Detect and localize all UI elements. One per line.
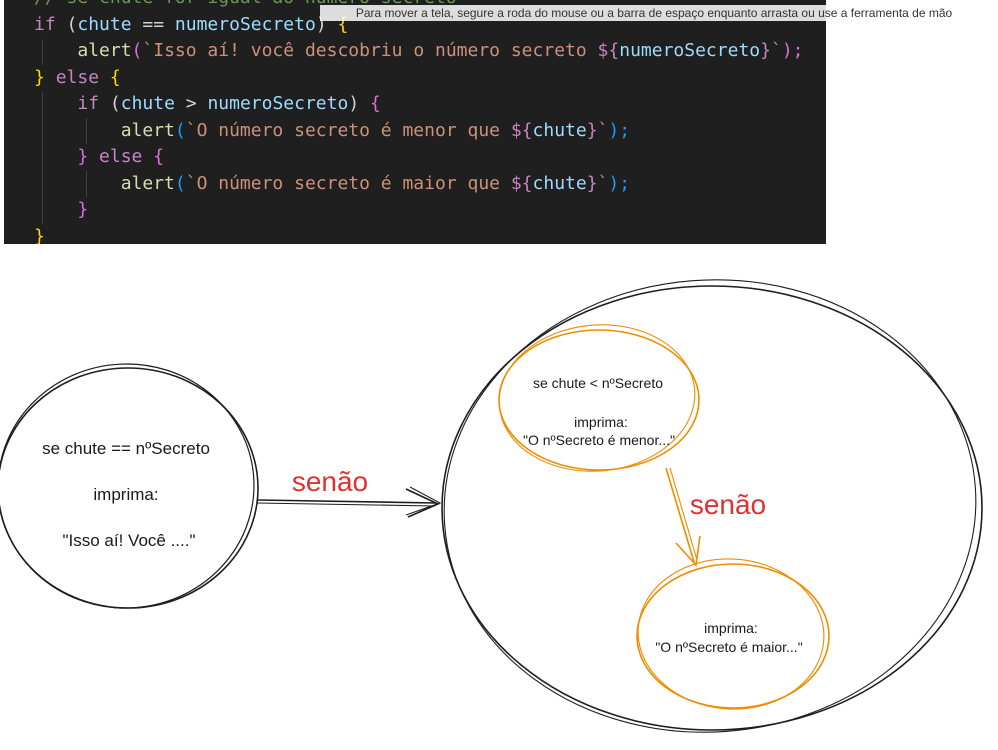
- edge-else-inner-label: senão: [690, 489, 766, 520]
- indent-guide: [86, 118, 87, 144]
- indent-guide: [86, 171, 87, 197]
- code-token: (: [131, 40, 143, 61]
- node-else-inner[interactable]: imprima: "O nºSecreto é maior...": [633, 553, 830, 716]
- edge-else-main[interactable]: senão: [256, 466, 442, 518]
- code-line: } else {: [4, 65, 826, 92]
- code-token: ==: [131, 13, 175, 35]
- code-token: ${: [597, 40, 620, 61]
- code-lines: // se chute for igual ao número secreto i…: [4, 0, 826, 244]
- code-token: ): [348, 93, 371, 114]
- code-token: {: [153, 146, 165, 167]
- code-line: alert(`Isso aí! você descobriu o número …: [4, 38, 826, 65]
- node-if-equal[interactable]: se chute == nºSecreto imprima: "Isso aí!…: [0, 357, 260, 614]
- code-token: `: [597, 119, 609, 141]
- code-token: if: [34, 13, 56, 35]
- code-token: `O número secreto é maior que: [185, 172, 511, 194]
- canvas-hint-tooltip: Para mover a tela, segure a roda do mous…: [320, 5, 988, 21]
- code-token: ${: [510, 119, 533, 141]
- code-token: alert: [120, 172, 175, 194]
- code-line: alert(`O número secreto é maior que ${ch…: [4, 171, 826, 198]
- edge-else-main-label: senão: [292, 466, 368, 497]
- node-if-greater-line-1: se chute < nºSecreto: [533, 375, 663, 391]
- code-token: );: [781, 40, 804, 61]
- code-token: (: [99, 93, 121, 114]
- code-token: {: [370, 93, 381, 114]
- code-token: chute: [120, 93, 175, 114]
- code-line: }: [4, 224, 826, 245]
- node-if-greater-line-3: "O nºSecreto é menor...": [523, 432, 675, 448]
- node-if-greater-line-2: imprima:: [574, 414, 628, 430]
- code-token: );: [608, 119, 631, 141]
- code-token: numeroSecreto: [619, 40, 761, 61]
- node-else-container[interactable]: [429, 262, 991, 750]
- code-token: chute: [532, 172, 587, 194]
- indent-guide: [42, 92, 43, 224]
- code-token: }: [586, 119, 598, 141]
- code-token: alert: [77, 40, 132, 61]
- code-line: if (chute == numeroSecreto) {: [4, 12, 826, 39]
- node-if-equal-line-2: imprima:: [93, 485, 158, 504]
- code-token: `: [597, 172, 609, 194]
- code-token: ${: [510, 172, 533, 194]
- code-token: chute: [532, 119, 587, 141]
- code-line: if (chute > numeroSecreto) {: [4, 91, 826, 118]
- code-token: (: [174, 119, 186, 141]
- code-token: `: [770, 40, 782, 61]
- node-if-greater[interactable]: se chute < nºSecreto imprima: "O nºSecre…: [493, 317, 701, 480]
- code-token: (: [174, 172, 186, 194]
- code-token: numeroSecreto: [174, 13, 316, 35]
- code-token: `Isso aí! você descobriu o número secret…: [142, 40, 598, 61]
- code-token: else: [55, 66, 100, 88]
- code-token: }: [586, 172, 598, 194]
- code-token: if: [77, 93, 100, 114]
- node-if-equal-line-1: se chute == nºSecreto: [42, 439, 210, 458]
- code-line: // se chute for igual ao número secreto: [4, 0, 826, 12]
- code-token: >: [174, 93, 208, 114]
- code-token: }: [760, 40, 771, 61]
- code-line: } else {: [4, 144, 826, 171]
- code-token: numeroSecreto: [207, 93, 349, 114]
- code-line: alert(`O número secreto é menor que ${ch…: [4, 118, 826, 145]
- node-else-inner-line-2: "O nºSecreto é maior...": [655, 639, 802, 655]
- code-token: `O número secreto é menor que: [185, 119, 511, 141]
- code-token: }: [34, 225, 45, 245]
- code-token: );: [608, 172, 631, 194]
- node-else-inner-line-1: imprima:: [704, 620, 758, 636]
- code-token: ): [315, 13, 338, 35]
- code-token: {: [109, 66, 121, 88]
- code-token: alert: [120, 119, 175, 141]
- edge-else-inner[interactable]: senão: [665, 467, 766, 567]
- code-token: }: [34, 66, 56, 88]
- code-line: }: [4, 197, 826, 224]
- code-token: {: [337, 13, 349, 35]
- code-editor-panel: // se chute for igual ao número secreto i…: [4, 0, 826, 244]
- code-token: else: [99, 146, 143, 167]
- code-token: }: [77, 146, 89, 167]
- node-if-equal-line-3: "Isso aí! Você ....": [62, 531, 195, 550]
- code-token: }: [77, 199, 89, 220]
- indent-guide: [42, 39, 43, 65]
- code-token: chute: [77, 13, 132, 35]
- code-token: (: [55, 13, 78, 35]
- code-token: // se chute for igual ao número secreto: [34, 0, 457, 8]
